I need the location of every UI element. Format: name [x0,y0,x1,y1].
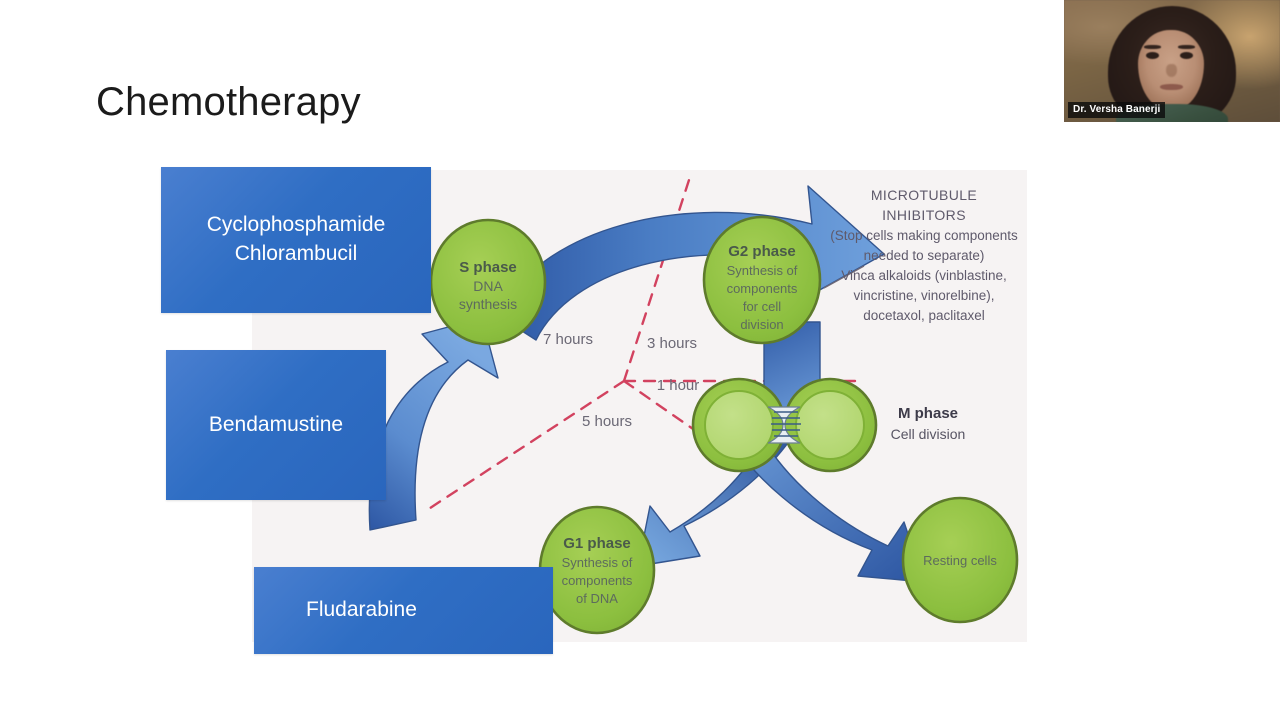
mitotic-spindle-icon [771,411,801,437]
mti-body-3: Vinca alkaloids (vinblastine, [841,268,1007,283]
g1-phase-line-1: Synthesis of [562,555,633,570]
m-phase-title: M phase [898,405,958,422]
s-phase-line-2: synthesis [459,296,517,312]
phase-circle-s: S phase DNA synthesis [429,218,547,346]
drug-box-fludarabine: Fludarabine [254,567,553,654]
phase-circle-g1: G1 phase Synthesis of components of DNA [538,505,656,635]
mti-heading-1: MICROTUBULE [871,187,977,203]
drug-box-cyclophosphamide-chlorambucil: Cyclophosphamide Chlorambucil [161,167,431,313]
figure-eye-left [1146,52,1159,59]
duration-7-hours: 7 hours [543,331,593,348]
s-phase-title: S phase [459,259,517,276]
g2-phase-line-1: Synthesis of [727,263,798,278]
mti-body-1: (Stop cells making components [830,228,1018,243]
m-phase-line-1: Cell division [891,426,966,442]
duration-3-hours: 3 hours [647,335,697,352]
resting-cells-label: Resting cells [923,553,997,568]
m-phase-dividing-cells [691,377,878,473]
participant-video-figure [1108,6,1236,122]
g2-phase-title: G2 phase [728,243,796,260]
arrow-s-to-g2 [496,185,885,341]
duration-1-hour: 1 hour [657,377,700,394]
figure-mouth [1160,84,1183,90]
arrow-g1-to-s [368,317,499,531]
page-title: Chemotherapy [96,80,361,124]
webcam-video-overlay[interactable]: Dr. Versha Banerji [1064,0,1280,122]
duration-5-hours: 5 hours [582,413,632,430]
g1-phase-line-3: of DNA [576,591,618,606]
drug-box-label: Bendamustine [208,412,344,436]
g2-phase-line-4: division [740,317,783,332]
phase-circle-resting-cells: Resting cells [901,496,1019,624]
microtubule-inhibitors-annotation: MICROTUBULE INHIBITORS (Stop cells makin… [823,187,1018,323]
figure-eye-right [1180,52,1193,59]
figure-brow-right [1178,45,1195,49]
drug-box-bendamustine: Bendamustine [166,350,386,500]
s-phase-line-1: DNA [473,278,503,294]
figure-nose [1166,64,1177,77]
g1-phase-line-2: components [562,573,633,588]
annotation-leader-line [823,265,865,289]
cell-cycle-graphic: S phase DNA synthesis G2 phase Synthesis… [368,178,1019,635]
drug-box-label: Fludarabine [306,598,417,622]
mti-heading-2: INHIBITORS [882,207,966,223]
mti-body-4: vincristine, vinorelbine), [853,288,994,303]
figure-brow-left [1144,45,1161,49]
participant-name-label: Dr. Versha Banerji [1068,101,1166,118]
m-phase-label: M phase Cell division [891,405,966,442]
phase-circle-g2: G2 phase Synthesis of components for cel… [702,215,822,345]
g2-phase-line-2: components [727,281,798,296]
mti-body-2: needed to separate) [864,248,985,263]
g1-phase-title: G1 phase [563,535,631,552]
drug-box-label: Cyclophosphamide Chlorambucil [206,213,386,265]
g2-phase-line-3: for cell [743,299,781,314]
mti-body-5: docetaxol, paclitaxel [863,308,985,323]
